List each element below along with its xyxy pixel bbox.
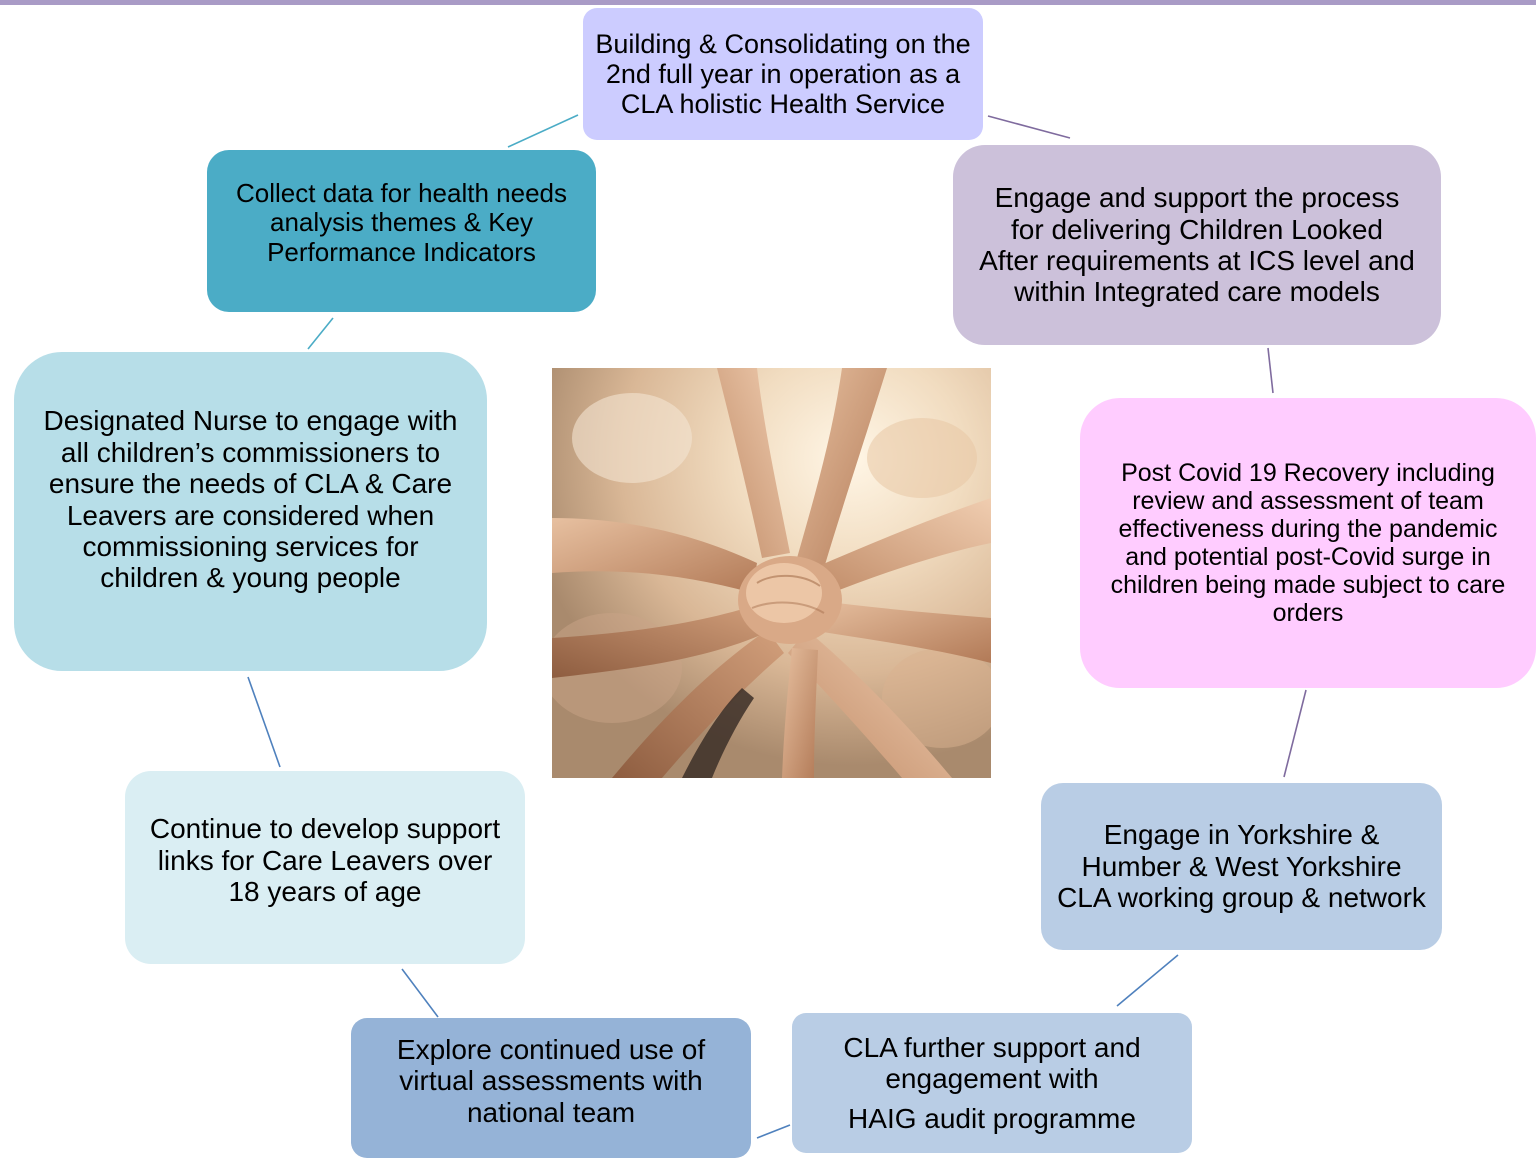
node-building-consolidating: Building & Consolidating on the 2nd full…: [583, 8, 983, 140]
node-haig-audit: CLA further support and engagement with …: [792, 1013, 1192, 1153]
node-health-needs-analysis: Collect data for health needs analysis t…: [207, 150, 596, 312]
node-care-leavers-support: Continue to develop support links for Ca…: [125, 771, 525, 964]
node-post-covid-recovery-text: Post Covid 19 Recovery including review …: [1110, 459, 1506, 627]
node-health-needs-analysis-text: Collect data for health needs analysis t…: [236, 178, 567, 267]
node-engage-support-ics-text: Engage and support the process for deliv…: [979, 182, 1415, 308]
node-yorkshire-humber-working-group: Engage in Yorkshire & Humber & West York…: [1041, 783, 1442, 950]
connector-top-left-to-top: [507, 114, 579, 148]
connector-bottom-left-1-to-2: [401, 968, 439, 1018]
connector-left-to-top-left: [307, 317, 334, 350]
node-virtual-assessments: Explore continued use of virtual assessm…: [351, 1018, 751, 1158]
connector-top-to-top-right: [987, 115, 1071, 139]
connector-bottom-left-2-to-left: [247, 676, 281, 768]
node-building-consolidating-text: Building & Consolidating on the 2nd full…: [595, 28, 971, 120]
node-post-covid-recovery: Post Covid 19 Recovery including review …: [1080, 398, 1536, 688]
node-designated-nurse-text: Designated Nurse to engage with all chil…: [43, 405, 458, 594]
node-designated-nurse: Designated Nurse to engage with all chil…: [14, 352, 487, 671]
connector-top-right-to-right: [1267, 347, 1274, 394]
node-yorkshire-humber-working-group-text: Engage in Yorkshire & Humber & West York…: [1057, 819, 1426, 914]
node-haig-audit-line1: CLA further support and engagement with: [843, 1031, 1141, 1095]
node-haig-audit-line2: HAIG audit programme: [848, 1102, 1136, 1134]
node-care-leavers-support-text: Continue to develop support links for Ca…: [149, 813, 501, 908]
connector-bottom-right-2-to-bottom-left-1: [756, 1124, 791, 1139]
stacked-hands-photo: [552, 368, 991, 778]
connector-bottom-right-1-to-2: [1116, 954, 1179, 1007]
node-virtual-assessments-text: Explore continued use of virtual assessm…: [396, 1033, 706, 1128]
top-accent-bar: [0, 0, 1536, 5]
node-engage-support-ics: Engage and support the process for deliv…: [953, 145, 1441, 345]
connector-right-to-bottom-right-1: [1283, 689, 1307, 778]
